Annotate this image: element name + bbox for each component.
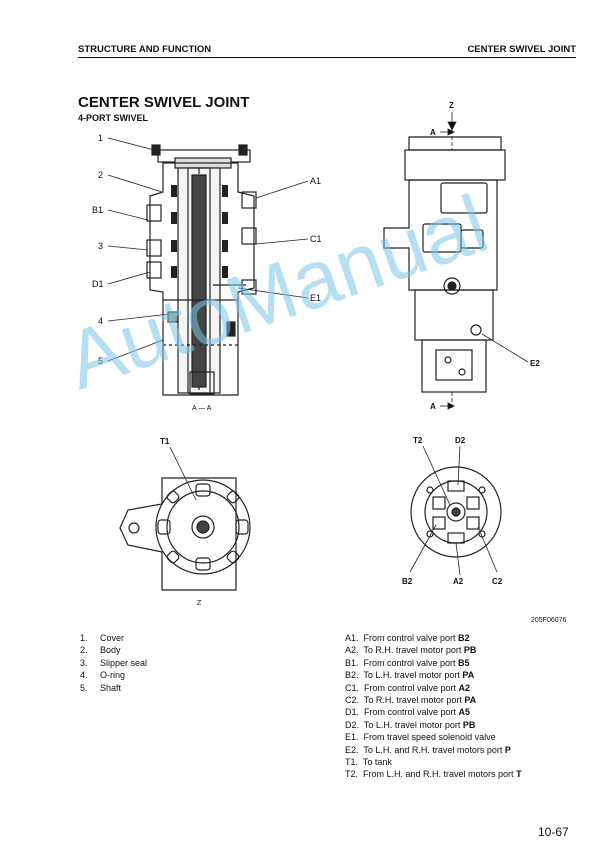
legend-text: To L.H. travel motor port: [363, 670, 463, 681]
legend-port: A5: [458, 707, 471, 718]
legend-code: E1.: [345, 732, 364, 743]
label-3: 3: [98, 241, 103, 251]
part-name: O-ring: [100, 670, 126, 681]
legend-code: C1.: [345, 682, 365, 693]
legend-item: E1. From travel speed solenoid valve: [345, 731, 522, 743]
label-c2: C2: [492, 577, 503, 586]
legend-code: E2.: [345, 744, 364, 755]
legend-port: T: [516, 769, 522, 780]
legend-port: PB: [462, 719, 476, 730]
label-t1: T1: [160, 437, 170, 446]
page-header: STRUCTURE AND FUNCTION CENTER SWIVEL JOI…: [78, 44, 576, 58]
legend-port: B2: [458, 633, 470, 643]
figure-code: 205F06076: [531, 617, 567, 624]
part-name: Shaft: [100, 682, 122, 693]
page-title: CENTER SWIVEL JOINT: [78, 94, 250, 111]
part-item: 4. O-ring: [80, 669, 147, 681]
label-b2: B2: [402, 577, 413, 586]
legend-item: D2. To L.H. travel motor port PB: [345, 719, 522, 731]
legend-code: A1.: [345, 633, 364, 643]
header-rule: [78, 57, 576, 58]
part-item: 2. Body: [80, 644, 147, 656]
legend-code: B1.: [345, 657, 364, 668]
legend-code: D1.: [345, 707, 365, 718]
legend-item: T1. To tank: [345, 756, 522, 768]
label-4: 4: [98, 316, 103, 326]
legend-item: T2. From L.H. and R.H. travel motors por…: [345, 768, 522, 780]
part-item: 5. Shaft: [80, 682, 147, 694]
legend-text: From control valve port: [363, 633, 459, 643]
label-2: 2: [98, 170, 103, 180]
legend-code: D2.: [345, 719, 364, 730]
part-number: 5.: [80, 682, 88, 693]
legend-text: From travel speed solenoid valve: [363, 732, 496, 743]
part-number: 3.: [80, 657, 88, 668]
part-name: Body: [100, 645, 121, 656]
part-item: 1. Cover: [80, 632, 147, 644]
parts-list: 1. Cover 2. Body 3. Slipper seal 4. O-ring 5. Sha…: [80, 632, 147, 694]
label-t2: T2: [413, 436, 423, 445]
part-name: Cover: [100, 633, 125, 643]
legend-code: T1.: [345, 757, 363, 768]
label-e1: E1: [310, 293, 321, 303]
legend-text: From control valve port: [363, 657, 459, 668]
legend-port: PB: [463, 645, 477, 656]
legend-port: PA: [464, 695, 477, 706]
section-view: 1 2 B1 3 D1 4 5 A1 C1 E1 A — A: [92, 133, 322, 412]
legend-port: B5: [458, 657, 470, 668]
legend-text: To L.H. and R.H. travel motors port: [363, 744, 505, 755]
legend-port: A2: [458, 682, 471, 693]
legend-code: B2.: [345, 670, 364, 681]
label-d1: D1: [92, 279, 104, 289]
part-number: 1.: [80, 633, 88, 643]
legend-item: A1. From control valve port B2: [345, 632, 522, 644]
legend-text: To tank: [362, 757, 392, 768]
label-a-top: A: [430, 128, 436, 137]
legend-item: E2. To L.H. and R.H. travel motors port …: [345, 744, 522, 756]
part-item: 3. Slipper seal: [80, 657, 147, 669]
label-a1: A1: [310, 176, 321, 186]
legend-text: From L.H. and R.H. travel motors port: [363, 769, 517, 780]
label-c1: C1: [310, 234, 322, 244]
legend-code: C2.: [345, 695, 364, 706]
section-caption: A — A: [192, 405, 212, 412]
legend-port: P: [504, 744, 511, 755]
label-a-bottom: A: [430, 402, 436, 411]
legend-text: From control valve port: [364, 707, 459, 718]
legend-port: PA: [462, 670, 475, 681]
view-z-caption: Z: [197, 600, 202, 607]
legend-code: A2.: [345, 645, 364, 656]
page-subtitle: 4-PORT SWIVEL: [78, 113, 149, 123]
header-section: STRUCTURE AND FUNCTION: [78, 44, 212, 55]
view-z: T1 Z: [119, 437, 251, 607]
label-5: 5: [98, 356, 103, 366]
legend-code: T2.: [345, 769, 364, 780]
header-topic: CENTER SWIVEL JOINT: [467, 44, 576, 55]
legend-item: C1. From control valve port A2: [345, 682, 522, 694]
label-z: Z: [449, 101, 454, 110]
legend-item: A2. To R.H. travel motor port PB: [345, 644, 522, 656]
legend-item: B1. From control valve port B5: [345, 657, 522, 669]
part-number: 2.: [80, 645, 88, 656]
legend-item: D1. From control valve port A5: [345, 706, 522, 718]
label-e2: E2: [530, 359, 540, 368]
page-number: 10-67: [538, 825, 569, 839]
legend-text: To L.H. travel motor port: [363, 719, 463, 730]
legend-text: To R.H. travel motor port: [363, 645, 464, 656]
label-b1: B1: [92, 205, 103, 215]
label-1: 1: [98, 133, 103, 143]
label-a2: A2: [453, 577, 464, 586]
side-view: Z A A E2: [383, 101, 540, 411]
part-name: Slipper seal: [100, 657, 148, 668]
part-number: 4.: [80, 670, 88, 681]
legend-text: To R.H. travel motor port: [363, 695, 465, 706]
legend-item: C2. To R.H. travel motor port PA: [345, 694, 522, 706]
label-d2: D2: [455, 436, 466, 445]
legend-text: From control valve port: [364, 682, 459, 693]
bottom-view: T2 D2 B2 A2 C2: [402, 436, 503, 586]
legend-item: B2. To L.H. travel motor port PA: [345, 669, 522, 681]
